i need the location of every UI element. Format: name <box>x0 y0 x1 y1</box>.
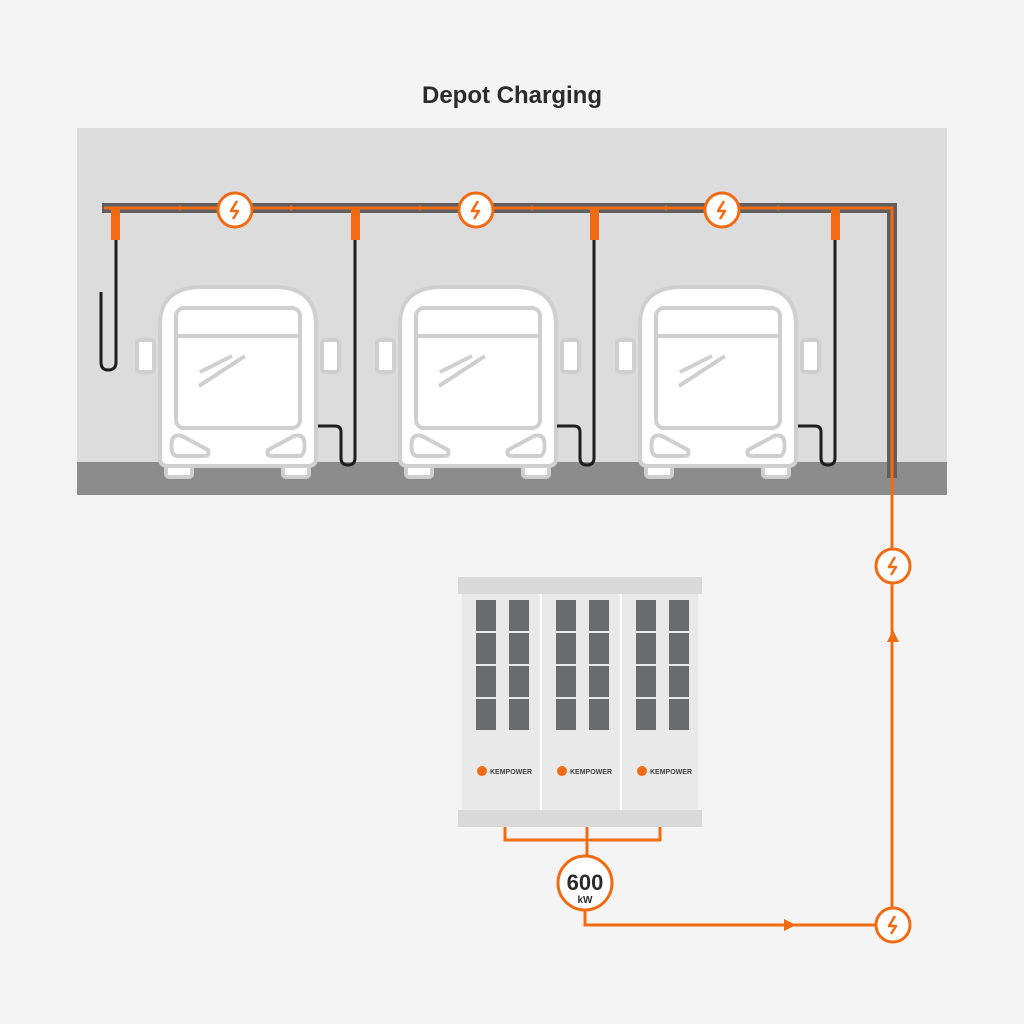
power-module <box>476 600 496 631</box>
charging-cable-1 <box>318 240 357 467</box>
cable-connector-2 <box>351 208 360 240</box>
power-module <box>589 600 609 631</box>
bus-headlight-right <box>505 433 547 458</box>
bus-mirror-left <box>135 338 156 374</box>
bus-headlight-left <box>409 433 451 458</box>
power-module <box>636 699 656 730</box>
power-module <box>509 699 529 730</box>
cabinet-top <box>458 577 702 594</box>
bus-windshield <box>654 306 782 430</box>
bus-mirror-left <box>375 338 396 374</box>
power-module <box>589 633 609 664</box>
power-module <box>509 600 529 631</box>
rail-charge-point-3 <box>703 191 741 229</box>
bus-mirror-right <box>560 338 581 374</box>
power-module <box>669 600 689 631</box>
bus-windshield <box>414 306 542 430</box>
power-module <box>556 699 576 730</box>
brand-label: KEMPOWER <box>570 769 612 776</box>
power-value: 600 <box>567 870 604 895</box>
arrow-right-icon <box>531 205 538 211</box>
bus-headlight-left <box>169 433 211 458</box>
power-module <box>669 633 689 664</box>
power-module <box>636 600 656 631</box>
brand-label: KEMPOWER <box>650 769 692 776</box>
lightning-bolt-icon <box>887 556 898 576</box>
power-module <box>669 699 689 730</box>
overhead-power-line <box>104 206 894 478</box>
lightning-bolt-icon <box>716 200 727 220</box>
cabinet-bus-bar <box>503 827 662 856</box>
power-module <box>556 600 576 631</box>
power-module <box>669 666 689 697</box>
bus-glare <box>197 354 247 388</box>
rail-charge-point-2 <box>457 191 495 229</box>
power-rating-badge <box>556 854 614 912</box>
power-module <box>476 666 496 697</box>
rail-charge-point-1 <box>216 191 254 229</box>
charging-cable-3 <box>798 240 837 467</box>
arrow-right-icon <box>777 205 784 211</box>
bus-headlight-left <box>649 433 691 458</box>
arrow-left-icon <box>660 205 667 211</box>
arrow-up-icon <box>887 630 899 642</box>
arrow-left-icon <box>414 205 421 211</box>
bus-headlight-right <box>265 433 307 458</box>
lightning-bolt-icon <box>229 200 240 220</box>
cable-connector-1 <box>111 208 120 240</box>
charging-cable-2 <box>557 240 596 467</box>
power-module <box>589 699 609 730</box>
lightning-bolt-icon <box>470 200 481 220</box>
supply-power-line <box>583 478 894 927</box>
power-module <box>476 699 496 730</box>
power-module <box>636 666 656 697</box>
supply-charge-point-upper <box>874 547 912 585</box>
kempower-logo-icon <box>557 766 567 776</box>
power-module <box>476 633 496 664</box>
charging-cabinet-body <box>462 594 698 810</box>
power-module <box>509 633 529 664</box>
cable-connector-4 <box>831 208 840 240</box>
kempower-logo-icon <box>637 766 647 776</box>
diagram-title: Depot Charging <box>422 82 602 109</box>
bus-glare <box>677 354 727 388</box>
bus-1 <box>135 285 341 479</box>
power-module <box>509 666 529 697</box>
bus-glare <box>437 354 487 388</box>
arrow-right-icon <box>290 205 297 211</box>
power-module <box>556 633 576 664</box>
lightning-bolt-icon <box>887 915 898 935</box>
bus-2 <box>375 285 581 479</box>
power-unit-2: KEMPOWER <box>556 600 612 776</box>
power-unit: kW <box>578 895 594 906</box>
arrow-left-icon <box>174 205 181 211</box>
bus-windshield <box>174 306 302 430</box>
bus-mirror-right <box>320 338 341 374</box>
bus-mirror-left <box>615 338 636 374</box>
power-module <box>589 666 609 697</box>
power-unit-3: KEMPOWER <box>636 600 692 776</box>
supply-charge-point-lower <box>874 906 912 944</box>
kempower-logo-icon <box>477 766 487 776</box>
arrow-right-icon <box>784 919 796 931</box>
bus-mirror-right <box>800 338 821 374</box>
cable-connector-3 <box>590 208 599 240</box>
bus-headlight-right <box>745 433 787 458</box>
charging-cable-idle <box>99 240 118 372</box>
brand-label: KEMPOWER <box>490 769 532 776</box>
power-module <box>636 633 656 664</box>
power-module <box>556 666 576 697</box>
power-unit-1: KEMPOWER <box>476 600 532 776</box>
bus-3 <box>615 285 821 479</box>
cabinet-base <box>458 810 702 827</box>
